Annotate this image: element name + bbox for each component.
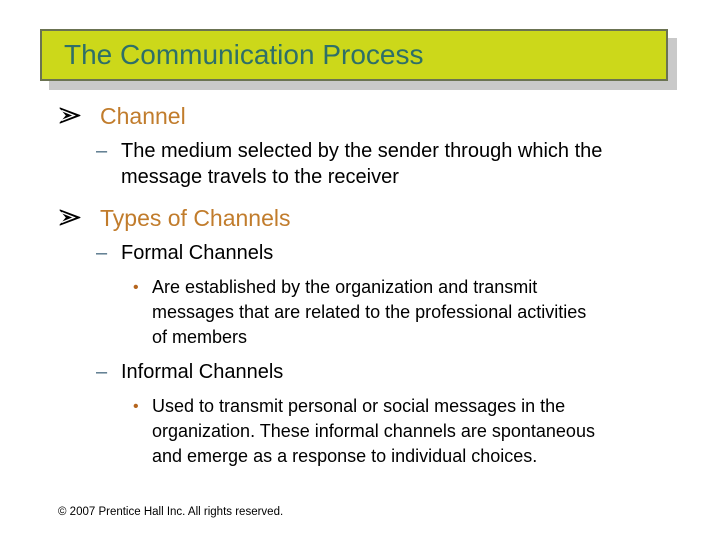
dash-bullet-icon: – [96,140,108,162]
bullet-text: Informal Channels [121,361,284,383]
dash-bullet-icon: – [96,361,108,383]
arrow-bullet-icon [58,203,100,227]
bullet-text: Types of Channels [100,205,291,231]
list-item-types-of-channels: Types of Channels [58,203,700,233]
bullet-text: Channel [100,103,186,129]
dot-bullet-icon: • [133,279,139,296]
bullet-text: Are established by the organization and … [152,277,587,347]
list-item-channel: Channel [58,101,700,131]
slide-title-banner: The Communication Process [40,29,668,81]
list-item-medium-definition: – The medium selected by the sender thro… [96,138,700,190]
list-item-formal-channels: – Formal Channels [96,240,700,266]
bullet-text: Formal Channels [121,242,274,264]
copyright-footer: © 2007 Prentice Hall Inc. All rights res… [58,506,284,518]
slide-body: Channel – The medium selected by the sen… [0,101,700,478]
list-item-informal-channels: – Informal Channels [96,359,700,385]
list-item-informal-description: • Used to transmit personal or social me… [133,394,700,469]
page-title: The Communication Process [64,39,424,70]
dot-bullet-icon: • [133,398,139,415]
dash-bullet-icon: – [96,242,108,264]
arrow-bullet-icon [58,101,100,125]
list-item-formal-description: • Are established by the organization an… [133,275,700,350]
bullet-text: The medium selected by the sender throug… [121,140,603,188]
bullet-text: Used to transmit personal or social mess… [152,396,595,466]
